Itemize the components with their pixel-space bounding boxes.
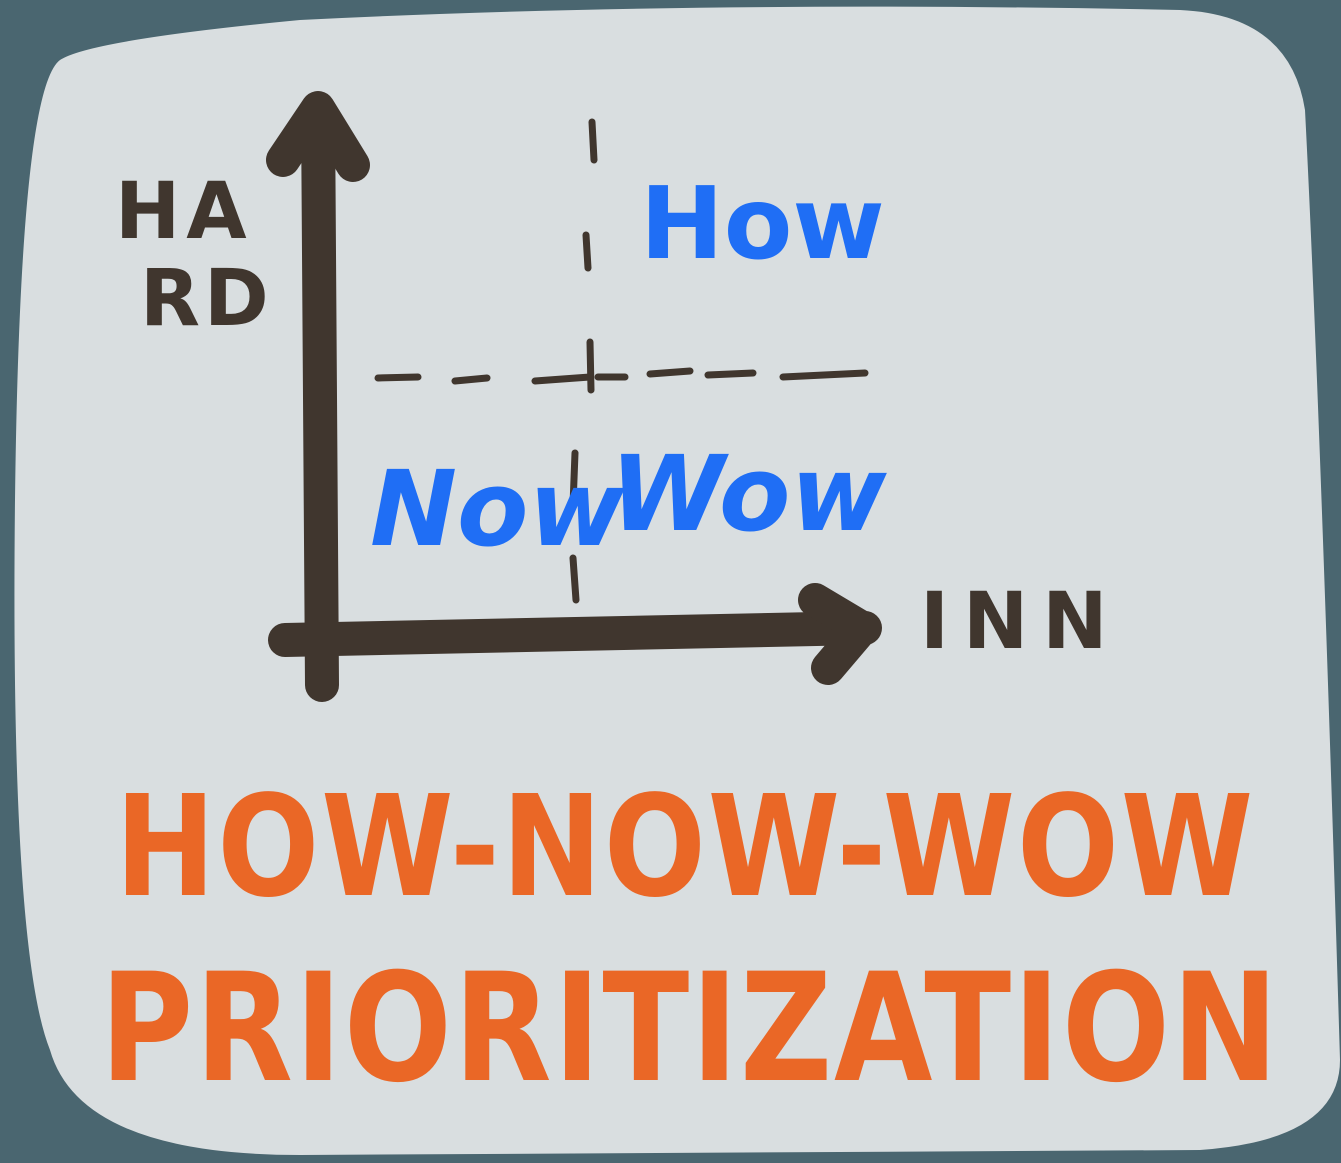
y-axis-arrow	[266, 91, 370, 702]
quadrant-how-label: How	[640, 165, 885, 282]
x-axis-label: INN	[920, 577, 1122, 667]
quadrant-now-label: Now	[370, 448, 625, 570]
y-axis-label-line2: RD	[140, 254, 273, 344]
card-background	[14, 6, 1340, 1156]
quadrant-wow-label: Wow	[610, 433, 887, 555]
x-axis-arrow	[268, 583, 882, 685]
y-axis-label-line1: HA	[115, 167, 253, 257]
title-line2: PRIORITIZATION	[100, 942, 1280, 1116]
quadrant-dividers	[374, 118, 869, 604]
title-line1: HOW-NOW-WOW	[115, 766, 1255, 929]
